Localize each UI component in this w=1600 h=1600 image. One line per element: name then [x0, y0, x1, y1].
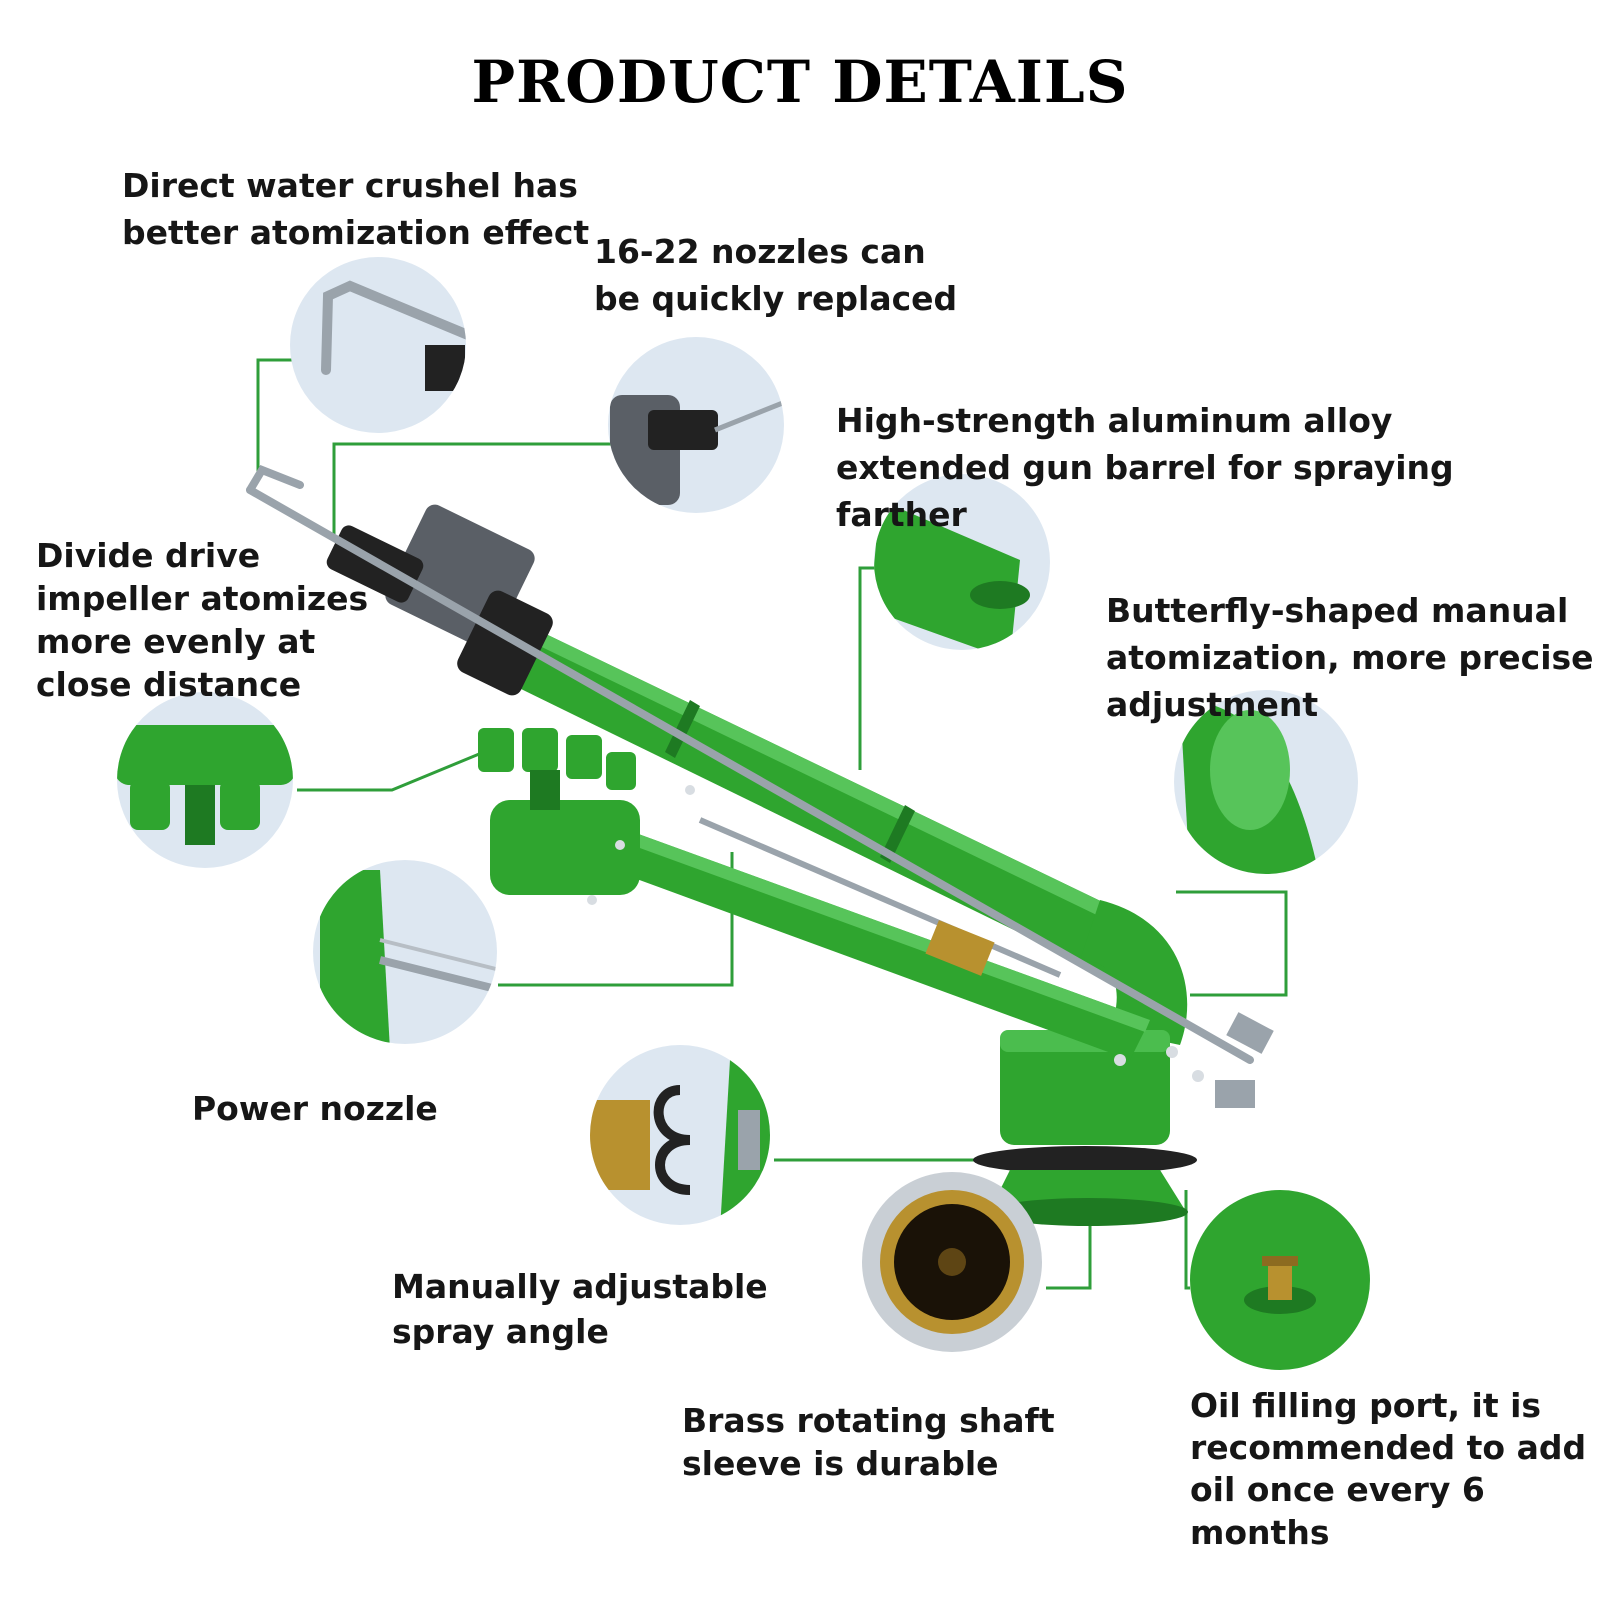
thumb-butterfly	[1174, 690, 1358, 874]
callout-butterfly-line-2: atomization, more precise	[1106, 637, 1594, 677]
callout-spray-angle-line-1: Manually adjustable	[392, 1267, 768, 1306]
thumb-spray-angle	[590, 1045, 770, 1225]
callout-nozzles-line-2: be quickly replaced	[594, 278, 958, 318]
thumb-crusher	[290, 257, 466, 433]
callout-brass-sleeve-line-2: sleeve is durable	[682, 1443, 999, 1483]
thumb-nozzle	[608, 337, 784, 513]
callout-barrel: High-strength aluminum alloy extended gu…	[836, 398, 1454, 539]
callout-brass-sleeve: Brass rotating shaft sleeve is durable	[682, 1400, 1055, 1486]
page-title: PRODUCT DETAILS	[471, 48, 1129, 116]
callout-oil-port-line-2: recommended to add	[1190, 1428, 1587, 1468]
thumb-barrel	[874, 474, 1050, 650]
callout-nozzles: 16-22 nozzles can be quickly replaced	[594, 229, 957, 323]
callout-barrel-line-1: High-strength aluminum alloy	[836, 401, 1393, 440]
callout-spray-angle-line-2: spray angle	[392, 1311, 609, 1351]
callout-power-nozzle: Power nozzle	[192, 1086, 438, 1133]
callout-brass-sleeve-line-1: Brass rotating shaft	[682, 1401, 1055, 1440]
callout-butterfly-line-1: Butterfly-shaped manual	[1106, 591, 1569, 630]
callout-impeller-line-2: impeller atomizes	[36, 578, 369, 618]
callout-impeller-line-4: close distance	[36, 664, 302, 704]
callout-power-nozzle-line-1: Power nozzle	[192, 1089, 438, 1128]
callout-crusher: Direct water crushel has better atomizat…	[122, 163, 589, 257]
callout-oil-port-line-1: Oil filling port, it is	[1190, 1386, 1542, 1425]
callout-oil-port: Oil filling port, it is recommended to a…	[1190, 1385, 1586, 1554]
thumb-oil-port	[1190, 1190, 1370, 1370]
callout-oil-port-line-4: months	[1190, 1512, 1330, 1552]
thumb-brass-sleeve	[862, 1172, 1042, 1352]
callout-impeller-line-1: Divide drive	[36, 536, 261, 575]
callout-butterfly-line-3: adjustment	[1106, 684, 1319, 724]
sprinkler-gun	[246, 465, 1274, 1226]
callout-crusher-line-1: Direct water crushel has	[122, 166, 578, 205]
callout-nozzles-line-1: 16-22 nozzles can	[594, 232, 926, 271]
callout-crusher-line-2: better atomization effect	[122, 212, 590, 252]
thumb-power-nozzle	[313, 860, 497, 1044]
callout-impeller: Divide drive impeller atomizes more even…	[36, 535, 368, 707]
callout-barrel-line-2: extended gun barrel for spraying	[836, 447, 1454, 487]
callout-butterfly: Butterfly-shaped manual atomization, mor…	[1106, 588, 1594, 729]
callout-impeller-line-3: more evenly at	[36, 621, 316, 661]
callout-oil-port-line-3: oil once every 6	[1190, 1470, 1485, 1510]
thumb-impeller	[117, 692, 293, 868]
callout-barrel-line-3: farther	[836, 494, 967, 534]
callout-spray-angle: Manually adjustable spray angle	[392, 1265, 768, 1354]
